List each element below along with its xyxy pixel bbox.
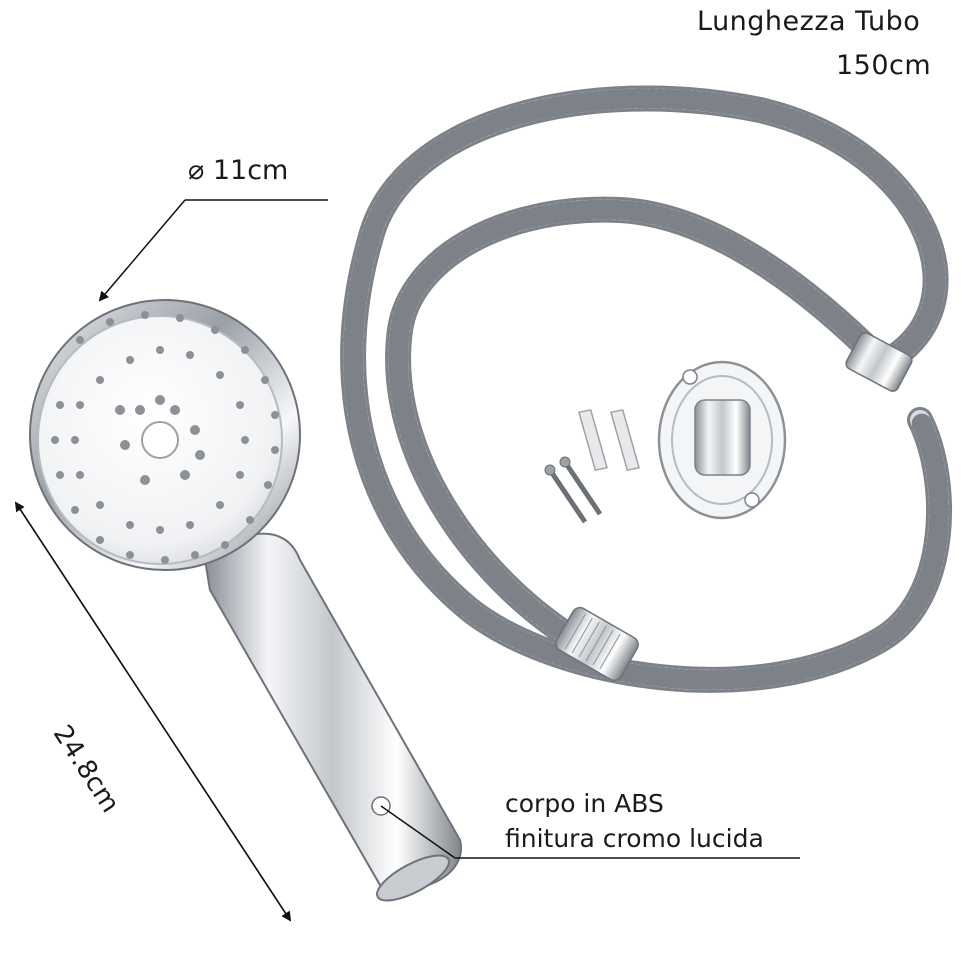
material-leader-line bbox=[380, 805, 800, 859]
hose bbox=[340, 85, 953, 693]
hose-length-value: 150cm bbox=[836, 50, 932, 81]
shower-head bbox=[29, 299, 301, 571]
material-label: corpo in ABS bbox=[505, 789, 664, 818]
head-diameter-label: ⌀ 11cm bbox=[188, 155, 289, 186]
hose-nut-top bbox=[845, 332, 913, 392]
finish-label: finitura cromo lucida bbox=[505, 824, 764, 853]
shower-handle bbox=[203, 532, 462, 902]
hose-length-title: Lunghezza Tubo bbox=[697, 6, 921, 37]
length-dimension-line bbox=[14, 501, 292, 922]
wall-plugs bbox=[577, 408, 641, 472]
spray-nozzles bbox=[51, 311, 279, 564]
diameter-dimension-line bbox=[98, 199, 328, 302]
screws bbox=[544, 456, 603, 524]
hose-nut-bottom bbox=[555, 606, 639, 682]
wall-bracket bbox=[657, 360, 787, 520]
